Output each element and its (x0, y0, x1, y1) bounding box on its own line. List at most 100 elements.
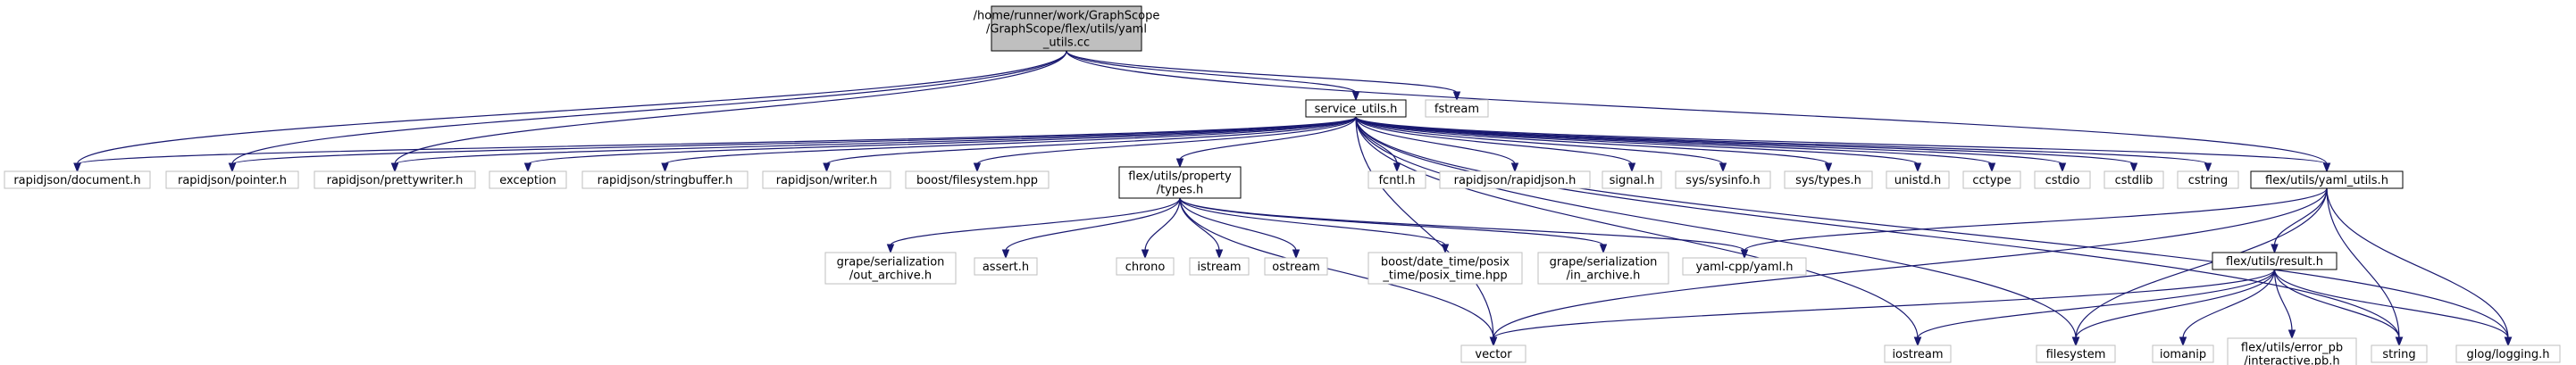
node-label-line: yaml-cpp/yaml.h (1696, 261, 1794, 274)
node-box (165, 170, 299, 189)
node-box (1602, 170, 1662, 189)
node-box (2036, 344, 2116, 363)
node-box (1305, 99, 1407, 118)
edge-line (1066, 50, 2328, 165)
edge-line (76, 50, 1067, 165)
node-label-line: boost/filesystem.hpp (916, 174, 1038, 187)
edge-service-utils-to-boost-filesystem (973, 116, 1357, 173)
node-box (1425, 99, 1489, 118)
graph-edges (73, 50, 2513, 347)
edge-property-types-to-grape-in (1179, 197, 1608, 254)
edge-line (1179, 197, 1745, 252)
node-property-types[interactable]: flex/utils/property/types.h (1118, 166, 1242, 199)
edge-property-types-to-yamlcpp (1179, 197, 1749, 260)
edge-line (2273, 269, 2293, 332)
node-box (1884, 344, 1952, 363)
node-chrono: chrono (1116, 257, 1175, 276)
edge-arrowhead (73, 162, 81, 173)
node-box (2152, 344, 2214, 363)
edge-yaml-utils-h-to-string (2326, 187, 2404, 347)
node-unistd: unistd.h (1886, 170, 1950, 189)
edge-arrowhead (1292, 249, 1301, 260)
graph-nodes: /home/runner/work/GraphScope/GraphScope/… (4, 5, 2561, 365)
edge-arrowhead (2395, 336, 2404, 347)
edge-service-utils-to-property-types (1175, 116, 1357, 169)
node-label-line: cstring (2188, 174, 2228, 187)
node-vector: vector (1460, 344, 1526, 363)
node-label-line: ostream (1272, 261, 1320, 274)
node-box (1682, 257, 1807, 276)
node-box (1367, 170, 1426, 189)
node-istream: istream (1189, 257, 1250, 276)
edge-line (1144, 197, 1181, 252)
node-grape-in: grape/serialization/in_archive.h (1537, 252, 1669, 285)
edge-arrowhead (823, 162, 831, 173)
node-rj-document: rapidjson/document.h (4, 170, 151, 189)
node-label-line: filesystem (2046, 348, 2106, 361)
node-label-line: signal.h (1610, 174, 1655, 187)
node-label-line: chrono (1125, 261, 1166, 274)
edge-result-to-vector (1489, 269, 2276, 347)
node-result[interactable]: flex/utils/result.h (2212, 252, 2338, 270)
node-label-line: _time/posix_time.hpp (1382, 270, 1507, 283)
edge-line (1355, 116, 1993, 165)
node-box (2227, 337, 2357, 365)
edge-line (1355, 116, 1829, 165)
edge-arrowhead (1141, 249, 1150, 260)
node-label-line: /GraphScope/flex/utils/yaml (986, 23, 1147, 37)
edge-line (1355, 116, 1919, 339)
edge-service-utils-to-signal (1355, 116, 1636, 173)
edge-arrowhead (2071, 336, 2080, 347)
node-label-line: rapidjson/writer.h (776, 174, 878, 187)
node-root: /home/runner/work/GraphScope/GraphScope/… (974, 5, 1159, 52)
edge-line (976, 116, 1357, 165)
edge-line (2182, 269, 2276, 339)
edge-arrowhead (2179, 336, 2187, 347)
node-box (1189, 257, 1250, 276)
edge-arrowhead (1627, 162, 1636, 173)
node-box (2212, 252, 2338, 270)
edge-line (1917, 269, 2276, 339)
node-label-line: unistd.h (1894, 174, 1942, 187)
edge-yaml-utils-h-to-yamlcpp (1740, 187, 2328, 260)
edge-line (2273, 187, 2328, 246)
node-label-line: /interactive.pb.h (2244, 355, 2339, 365)
node-box (1367, 252, 1523, 285)
node-box (991, 5, 1142, 52)
node-fstream: fstream (1425, 99, 1489, 118)
edge-arrowhead (1452, 91, 1461, 102)
edge-line (1355, 116, 1919, 165)
edge-service-utils-to-string (1355, 116, 2404, 347)
edge-line (1179, 197, 1494, 339)
node-yaml-utils-h[interactable]: flex/utils/yaml_utils.h (2250, 170, 2404, 189)
edge-service-utils-to-sysinfo (1355, 116, 1727, 173)
node-service-utils[interactable]: service_utils.h (1305, 99, 1407, 118)
edge-line (1179, 197, 1446, 246)
edge-result-to-iostream (1913, 269, 2276, 347)
edge-result-to-filesystem (2071, 269, 2276, 347)
node-box (2455, 344, 2561, 363)
edge-line (76, 116, 1357, 165)
edge-arrowhead (1351, 91, 1360, 102)
edge-line (1355, 116, 2328, 165)
node-box (2103, 170, 2164, 189)
edge-arrowhead (2271, 244, 2279, 254)
node-rj-writer: rapidjson/writer.h (762, 170, 891, 189)
edge-line (825, 116, 1357, 165)
edge-arrowhead (2129, 162, 2138, 173)
edge-line (1355, 116, 2209, 165)
node-label-line: rapidjson/stringbuffer.h (598, 174, 733, 187)
edge-line (1493, 187, 2328, 339)
edge-result-to-iomanip (2179, 269, 2276, 347)
edge-root-to-rj-prettywriter (390, 50, 1067, 173)
edge-line (1005, 197, 1181, 252)
edge-service-utils-to-yaml-utils-h (1355, 116, 2331, 173)
node-label-line: rapidjson/pointer.h (178, 174, 287, 187)
edge-line (1066, 50, 1357, 94)
node-string: string (2371, 344, 2428, 363)
edge-service-utils-to-glog (1355, 116, 2513, 347)
node-label-line: cstdlib (2115, 174, 2154, 187)
node-box (1118, 166, 1242, 199)
edge-line (1066, 50, 1458, 94)
